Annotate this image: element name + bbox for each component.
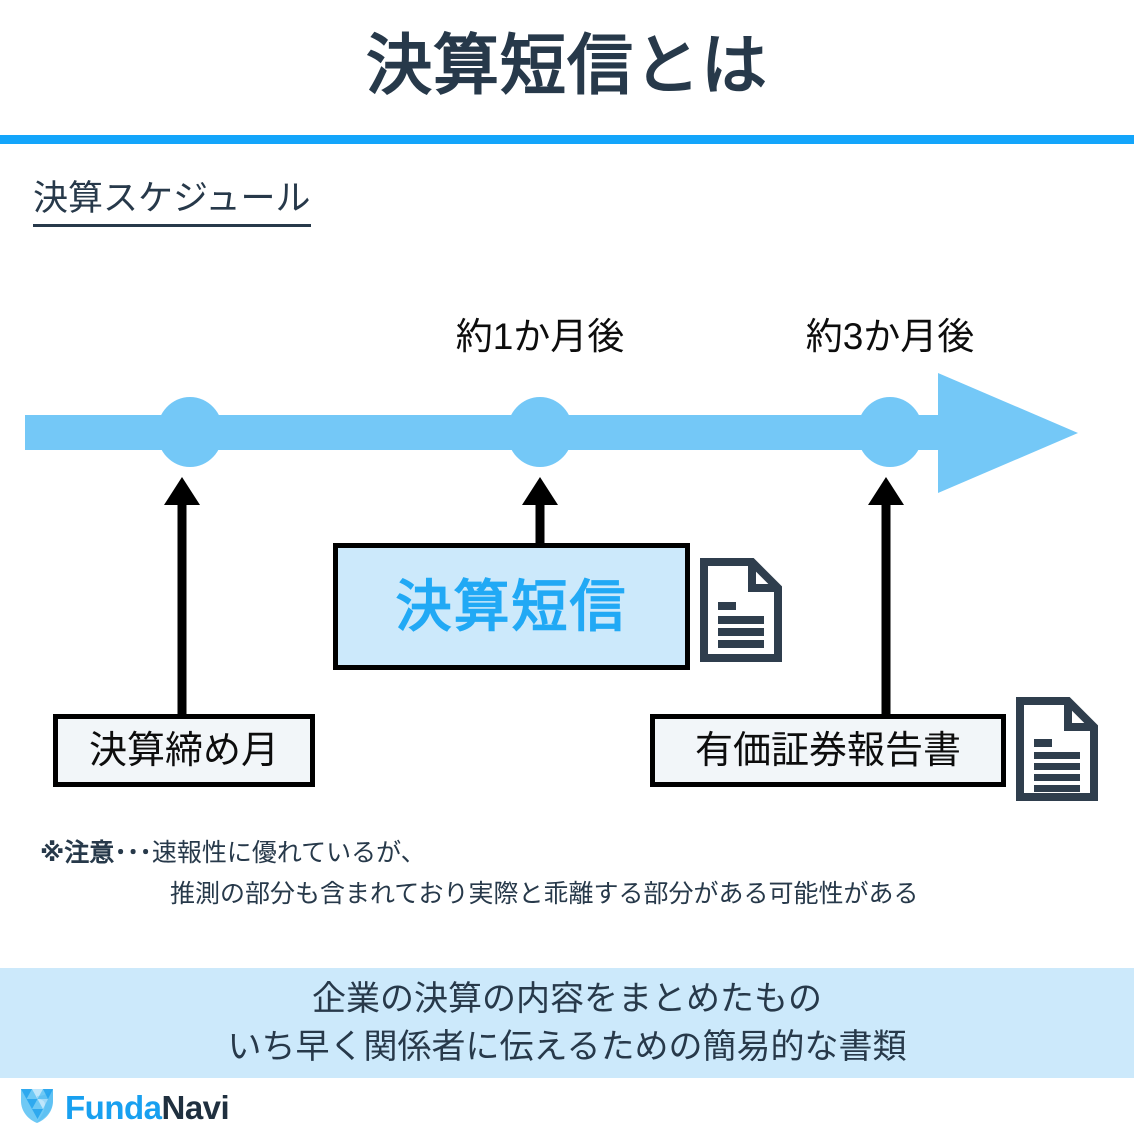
- brand-name-secondary: Navi: [161, 1089, 230, 1126]
- timeline-dot-settlement-month: [157, 397, 223, 467]
- title-divider-rule: [0, 135, 1134, 144]
- brand-logo[interactable]: FundaNavi: [20, 1086, 230, 1129]
- connector-arrow-settlement-month: [162, 477, 202, 717]
- callout-yuka-shoken-label: 有価証券報告書: [694, 729, 961, 772]
- callout-kessan-shime-label: 決算締め月: [88, 729, 279, 772]
- note-prefix: ※注意: [40, 839, 115, 867]
- note-line2-text: 推測の部分も含まれており実際と乖離する部分がある可能性がある: [170, 880, 919, 909]
- page-title: 決算短信とは: [366, 28, 768, 102]
- note-separator: ･･･: [114, 839, 152, 867]
- callout-kessan-shime[interactable]: 決算締め月: [53, 714, 315, 787]
- footer-summary-banner: 企業の決算の内容をまとめたもの いち早く関係者に伝えるための簡易的な書類: [0, 968, 1134, 1078]
- document-icon-tanshin: [700, 558, 782, 667]
- timeline-label-1month: 約1か月後: [455, 316, 625, 357]
- callout-yuka-shoken-hokokusho[interactable]: 有価証券報告書: [650, 714, 1006, 787]
- note-line1-text: 速報性に優れているが、: [151, 839, 426, 867]
- diamond-gem-icon: [20, 1086, 54, 1129]
- document-icon-yuho: [1016, 697, 1098, 806]
- section-subtitle: 決算スケジュール: [33, 178, 311, 227]
- timeline-dot-yuho: [857, 397, 923, 467]
- timeline-arrowhead-icon: [938, 373, 1078, 493]
- note-caution: ※注意･･･速報性に優れているが、 推測の部分も含まれており実際と乖離する部分が…: [40, 833, 919, 916]
- timeline-label-3months: 約3か月後: [805, 316, 975, 357]
- footer-summary-line1: 企業の決算の内容をまとめたもの: [312, 979, 822, 1018]
- connector-arrow-tanshin: [520, 477, 560, 545]
- brand-name-primary: Funda: [65, 1089, 162, 1126]
- callout-kessan-tanshin-label: 決算短信: [395, 574, 628, 638]
- timeline-dot-tanshin: [507, 397, 573, 467]
- footer-summary-line2: いち早く関係者に伝えるための簡易的な書類: [227, 1028, 907, 1066]
- connector-arrow-yuho: [866, 477, 906, 717]
- callout-kessan-tanshin[interactable]: 決算短信: [333, 543, 690, 670]
